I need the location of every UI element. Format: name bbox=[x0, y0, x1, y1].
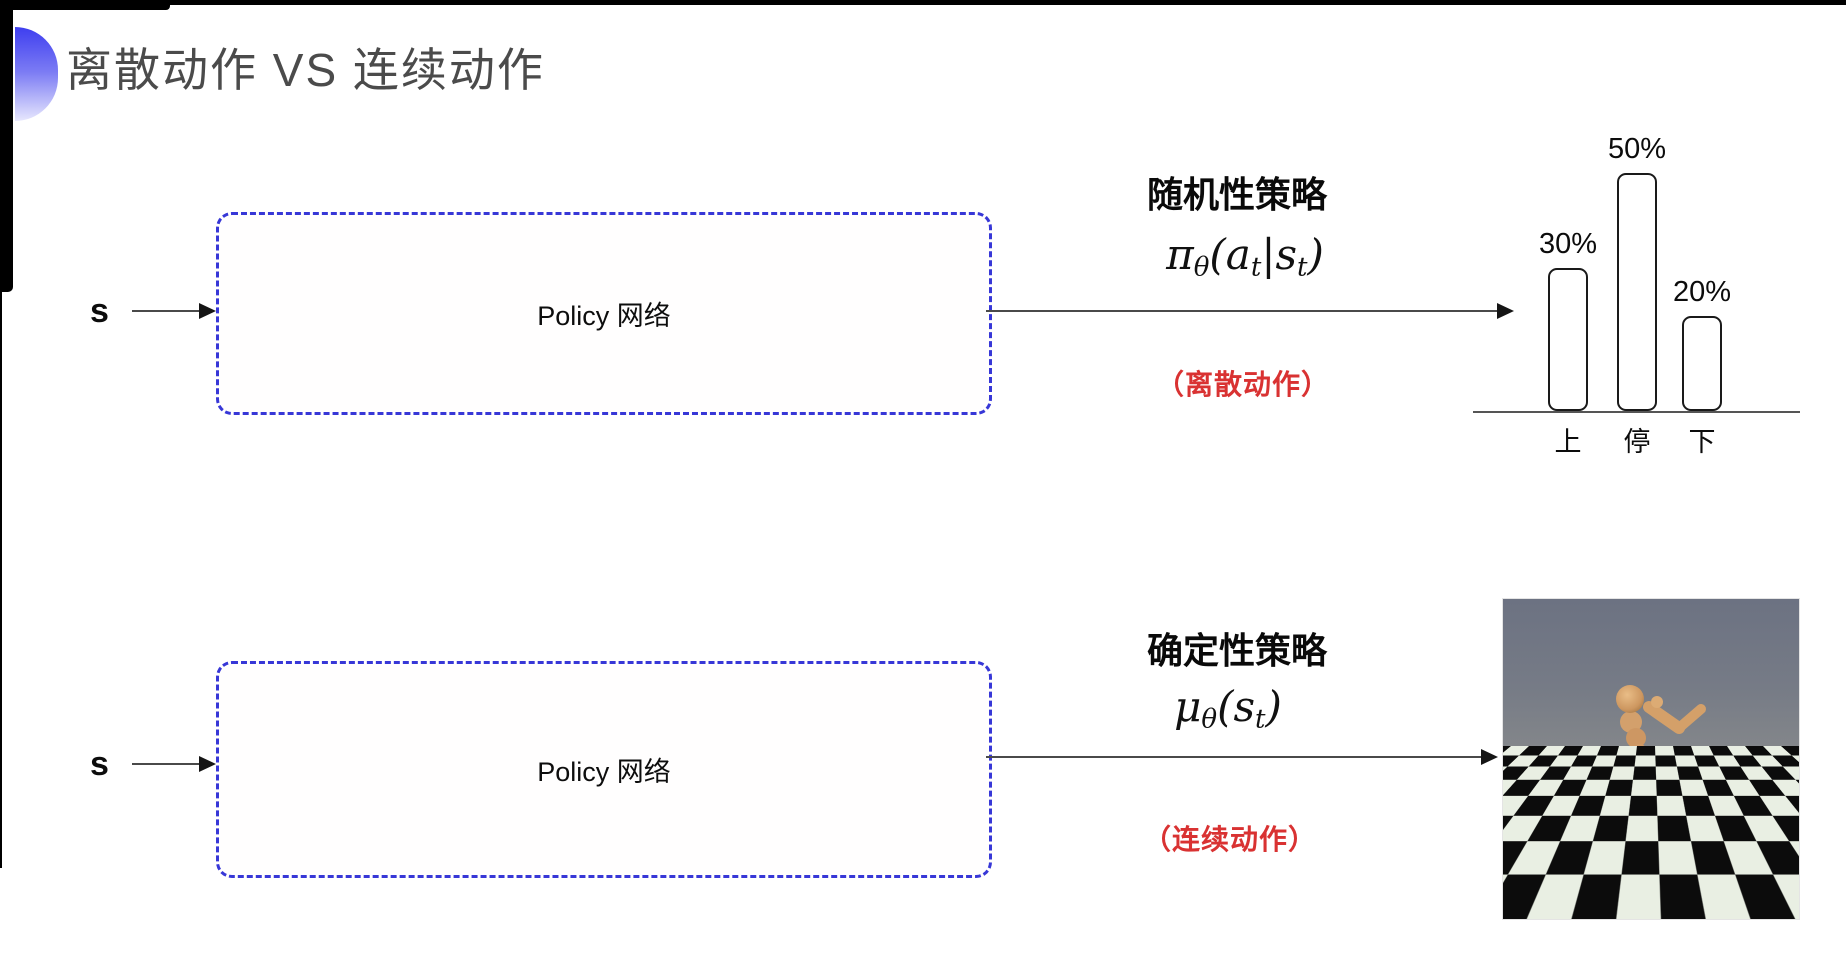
deterministic-policy-formula: μθ(st) bbox=[1174, 682, 1282, 735]
page-title: 离散动作 VS 连续动作 bbox=[66, 44, 545, 96]
state-input-label-top: s bbox=[90, 292, 109, 330]
chart-value-label: 50% bbox=[1607, 133, 1667, 165]
chart-bar-下 bbox=[1682, 316, 1722, 411]
policy-network-box-top: Policy 网络 bbox=[216, 212, 992, 415]
chart-value-label: 30% bbox=[1538, 228, 1598, 260]
discrete-action-note: （离散动作） bbox=[1155, 369, 1330, 400]
deterministic-policy-title: 确定性策略 bbox=[1146, 630, 1327, 671]
chart-category-label: 下 bbox=[1688, 427, 1716, 457]
state-input-label-bottom: s bbox=[90, 745, 109, 783]
screen-edge-left bbox=[0, 0, 13, 292]
title-accent-icon bbox=[15, 27, 58, 121]
chart-bar-停 bbox=[1617, 173, 1657, 411]
stochastic-policy-formula: πθ(at|st) bbox=[1166, 230, 1324, 283]
chart-value-label: 20% bbox=[1672, 276, 1732, 308]
chart-category-label: 停 bbox=[1623, 427, 1651, 457]
action-probability-chart: 30% 上 50% 停 20% 下 bbox=[1473, 100, 1803, 460]
chart-category-label: 上 bbox=[1554, 427, 1582, 457]
chart-axis-baseline bbox=[1473, 411, 1800, 413]
continuous-action-note: （连续动作） bbox=[1142, 824, 1317, 855]
humanoid-robot-figure bbox=[1587, 685, 1706, 905]
stochastic-policy-title: 随机性策略 bbox=[1146, 174, 1327, 215]
screen-edge-left-thin bbox=[0, 0, 2, 868]
chart-bar-上 bbox=[1548, 268, 1588, 411]
humanoid-simulation-image bbox=[1502, 598, 1800, 920]
arrow-input-bottom bbox=[132, 763, 200, 765]
arrow-output-top bbox=[986, 310, 1498, 312]
arrow-input-top bbox=[132, 310, 200, 312]
screen-edge-top bbox=[0, 0, 1846, 5]
policy-network-label-top: Policy 网络 bbox=[537, 301, 671, 331]
screen-edge-top-left bbox=[0, 0, 170, 10]
horizon-haze bbox=[1503, 744, 1799, 770]
sky-background bbox=[1503, 599, 1799, 747]
arrow-output-bottom bbox=[986, 756, 1482, 758]
policy-network-box-bottom: Policy 网络 bbox=[216, 661, 992, 878]
policy-network-label-bottom: Policy 网络 bbox=[537, 757, 671, 787]
